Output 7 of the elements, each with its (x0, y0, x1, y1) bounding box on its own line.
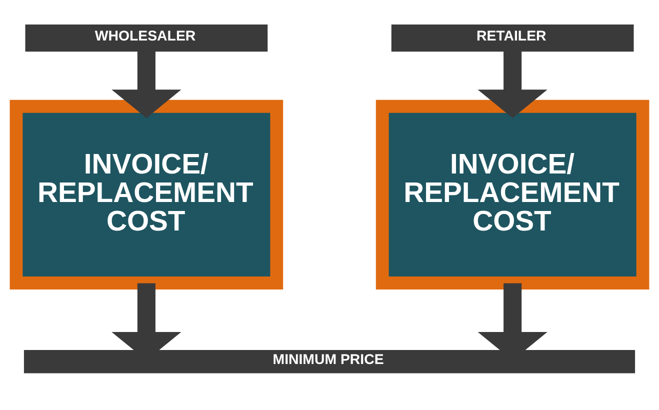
node-box: INVOICE/ REPLACEMENT COST (376, 100, 650, 290)
node-box: WHOLESALER (25, 24, 268, 52)
node-box: RETAILER (391, 24, 634, 52)
node-box: INVOICE/ REPLACEMENT COST (10, 100, 284, 290)
node-box: MINIMUM PRICE (24, 350, 636, 374)
arrow (478, 51, 548, 118)
arrow (112, 51, 182, 118)
